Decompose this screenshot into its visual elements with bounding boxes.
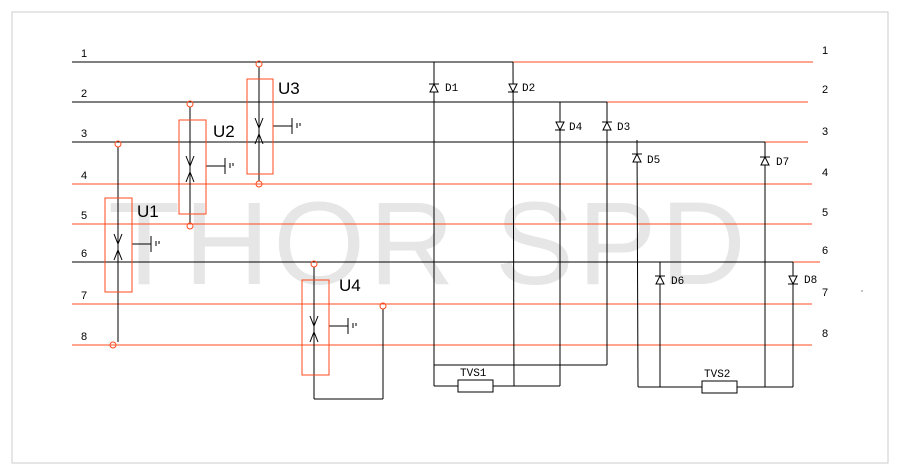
line-label-right: 3	[822, 126, 828, 138]
terminal	[255, 60, 263, 68]
diode-label-d3: D3	[617, 122, 630, 134]
signal-lines	[72, 61, 820, 346]
line-labels: 1 1 2 2 3 3 4 4 5 5 6 6 7 7 8 8	[81, 45, 828, 343]
diode-d2	[508, 83, 518, 94]
diode-label-d4: D4	[569, 122, 583, 134]
line-label-left: 6	[81, 248, 87, 260]
line-label-left: 8	[81, 331, 87, 343]
diode-label-d6: D6	[671, 276, 684, 288]
tvs-label-1: TVS1	[460, 368, 487, 380]
diode-d8	[788, 275, 798, 286]
frame	[11, 11, 889, 464]
diode-d7	[760, 155, 770, 166]
line-label-left: 4	[81, 170, 87, 182]
line-label-left: 7	[81, 290, 87, 302]
line-label-right: 4	[822, 167, 828, 179]
diode-label-d1: D1	[445, 83, 459, 95]
arrester-boxes	[104, 60, 387, 376]
arrow-marks	[113, 117, 319, 343]
terminal	[186, 100, 194, 108]
line-label-right: 1	[822, 45, 828, 57]
terminal	[186, 222, 194, 230]
arrester-label-u4: U4	[339, 276, 361, 295]
line-label-right: 5	[822, 207, 828, 219]
arrester-box-u1	[104, 197, 133, 293]
watermark: THOR SPD	[108, 178, 750, 310]
line-label-right: 7	[822, 287, 828, 299]
arrester-label-u3: U3	[278, 79, 300, 98]
terminal	[255, 180, 263, 188]
stray-dot	[861, 290, 863, 292]
line-label-left: 2	[81, 88, 87, 100]
diode-label-d2: D2	[522, 83, 535, 95]
diode-label-d8: D8	[804, 275, 817, 287]
diode-d3	[602, 120, 612, 131]
line-label-left: 1	[81, 48, 87, 60]
terminal	[109, 341, 117, 349]
diode-label-d7: D7	[776, 157, 789, 169]
terminal	[310, 260, 318, 268]
line-label-left: 5	[81, 210, 87, 222]
arrester-box-u4	[301, 279, 330, 376]
arrester-label-u1: U1	[137, 202, 159, 221]
tvs2-body	[701, 380, 738, 394]
tvs1-body	[457, 379, 494, 393]
line-label-right: 6	[822, 245, 828, 257]
line-label-right: 8	[822, 328, 828, 340]
arrester-box-u3	[246, 78, 274, 175]
tvs-label-2: TVS2	[704, 369, 730, 381]
ground-ticks	[155, 123, 357, 328]
arrester-box-u2	[178, 119, 207, 215]
diode-d4	[555, 121, 565, 132]
line-label-left: 3	[81, 128, 87, 140]
diode-d5	[632, 152, 642, 163]
diode-wiring	[433, 61, 794, 394]
terminal	[379, 302, 387, 310]
diode-d6	[655, 274, 665, 285]
diode-label-d5: D5	[647, 155, 660, 167]
diode-d1	[429, 82, 439, 93]
diode-symbols	[429, 82, 798, 286]
arrester-label-u2: U2	[213, 122, 235, 141]
line-label-right: 2	[822, 84, 828, 96]
terminal	[114, 140, 122, 148]
